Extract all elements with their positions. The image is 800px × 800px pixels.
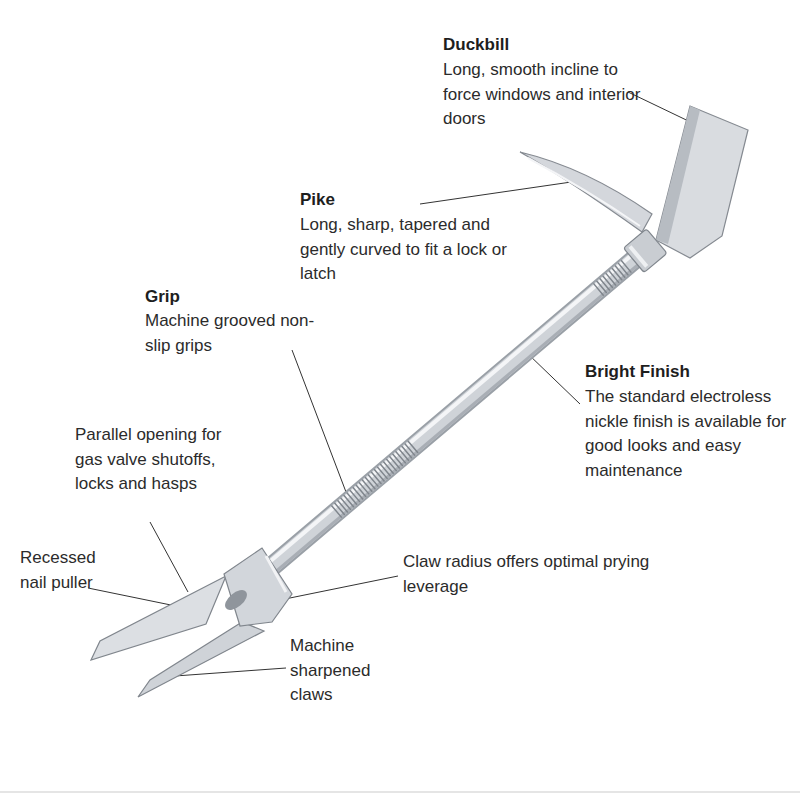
bottom-rule [0,791,800,793]
pike [520,152,652,232]
part-description: Parallel opening for gas valve shutoffs,… [75,423,245,497]
part-name: Pike [300,188,410,213]
part-name: Bright Finish [585,360,790,385]
part-name: Grip [145,285,265,310]
part-description: Claw radius offers optimal prying levera… [403,550,653,599]
part-name: Duckbill [443,33,643,58]
part-description: Machine sharpened claws [290,634,395,708]
part-description: Long, smooth incline to force windows an… [443,58,653,132]
part-description: Long, sharp, tapered and gently curved t… [300,213,515,287]
leader-lines [88,92,703,676]
part-description: The standard electroless nickle finish i… [585,385,790,483]
claw-fork [91,548,292,697]
duckbill-shade [656,106,700,244]
part-description: Machine grooved non-slip grips [145,309,325,358]
pike-highlight [528,158,640,226]
head-collar [623,229,667,273]
duckbill [656,106,748,258]
part-description: Recessed nail puller [20,546,120,595]
